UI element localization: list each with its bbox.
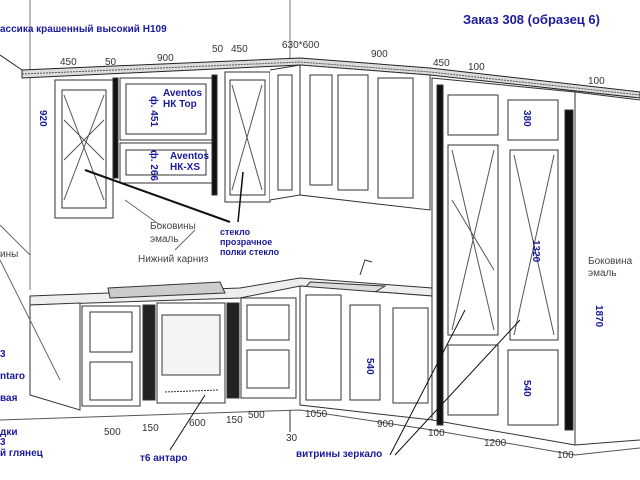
- height-tall-top: 380: [521, 110, 532, 127]
- sides-enamel-label: Боковины: [150, 221, 196, 232]
- left-partial-label: ntaro: [0, 371, 25, 382]
- cornice-label: ассика крашенный высокий Н109: [0, 24, 167, 35]
- height-upper: 920: [37, 110, 48, 127]
- dim-bottom: 600: [189, 418, 206, 429]
- glass-label: прозрачное: [220, 237, 273, 247]
- dim-top: 50: [105, 57, 117, 68]
- tall-cabinet: [431, 77, 576, 446]
- handles-label: т6 антаро: [140, 453, 188, 464]
- aventos-top-door: [119, 77, 213, 141]
- dim-bottom: 150: [226, 415, 243, 426]
- left-partial-label: ины: [0, 249, 19, 260]
- dim-bottom: 500: [248, 410, 265, 421]
- dim-top: 630*600: [282, 40, 320, 51]
- aventos-xs-label: Aventos: [170, 151, 210, 162]
- dim-top: 450: [433, 58, 450, 69]
- height-base-door: 540: [364, 358, 375, 375]
- glass-label: полки стекло: [220, 247, 280, 257]
- dim-top: 50: [212, 44, 224, 55]
- dim-bottom: 500: [104, 427, 121, 438]
- glass-label: стекло: [220, 227, 251, 237]
- height-tall-glass: 1320: [530, 240, 541, 263]
- height-base-door: 540: [521, 380, 532, 397]
- aventos-top-size: ф. 451: [148, 96, 159, 127]
- top-cornice: [21, 57, 640, 99]
- left-partial-label: 3: [0, 437, 6, 448]
- dim-top: 100: [588, 76, 605, 87]
- side-enamel-right-label: Боковина: [588, 256, 633, 267]
- sides-enamel-label: эмаль: [150, 234, 179, 245]
- height-tall-total: 1870: [593, 305, 604, 328]
- dim-bottom: 150: [142, 423, 159, 434]
- dim-top: 100: [468, 62, 485, 73]
- left-partial-label: дки: [0, 427, 18, 438]
- dim-bottom: 900: [377, 419, 394, 430]
- upper-glass-cabinet-left: [54, 79, 114, 219]
- dim-top: 450: [60, 57, 77, 68]
- dim-bottom: 30: [286, 433, 298, 444]
- side-enamel-right-label: эмаль: [588, 268, 617, 279]
- aventos-xs-size: ф. 266: [148, 150, 159, 181]
- dim-bottom: 1050: [305, 409, 328, 420]
- aventos-top-label: Aventos: [163, 88, 203, 99]
- order-title: Заказ 308 (образец 6): [463, 12, 600, 27]
- lower-cornice-label: Нижний карниз: [138, 254, 209, 265]
- left-partial-label: 3: [0, 349, 6, 360]
- dim-bottom: 100: [557, 450, 574, 461]
- hob: [107, 281, 226, 299]
- dim-bottom: 1200: [484, 438, 507, 449]
- dim-top: 450: [231, 44, 248, 55]
- showcase-label: витрины зеркало: [296, 449, 383, 460]
- aventos-top-label: НК Top: [163, 99, 197, 110]
- aventos-xs-label: НК-XS: [170, 162, 200, 173]
- dim-top: 900: [157, 53, 174, 64]
- left-partial-label: й глянец: [0, 448, 43, 459]
- left-partial-label: вая: [0, 393, 18, 404]
- dim-bottom: 100: [428, 428, 445, 439]
- dim-top: 900: [371, 49, 388, 60]
